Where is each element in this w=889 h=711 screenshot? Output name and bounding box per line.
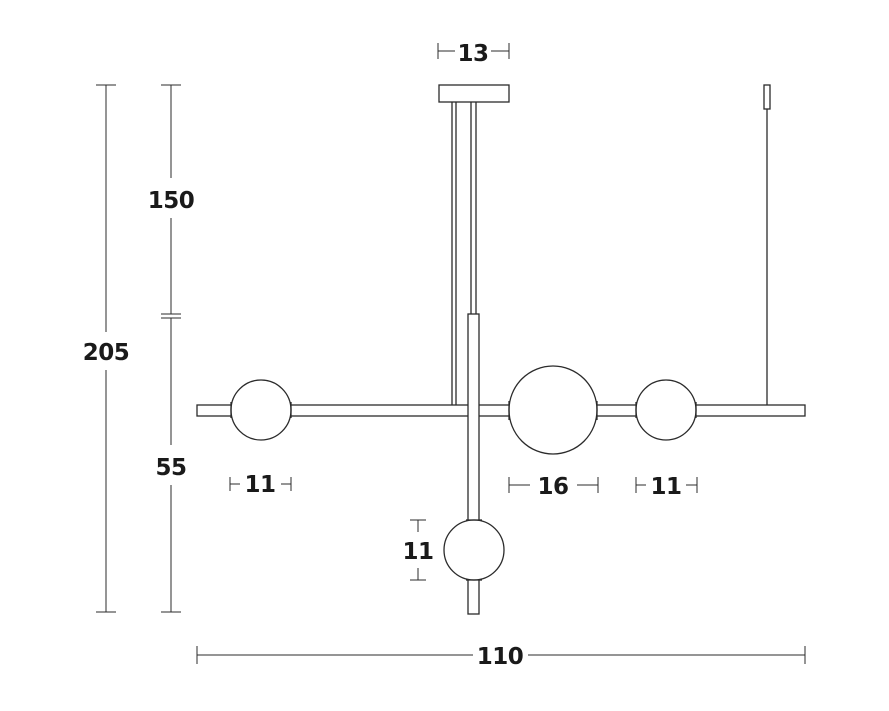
label-suspension-length: 150 [148,188,195,214]
dim-globe-right: 11 [635,474,698,500]
suspension-rods [451,102,477,405]
globe-center [508,365,598,455]
label-globe-right: 11 [650,474,681,500]
vertical-stem [467,313,480,615]
dim-canopy: 13 [437,41,510,67]
label-globe-left: 11 [244,472,275,498]
label-fixture-height: 55 [155,455,186,481]
dim-globe-left: 11 [229,472,292,498]
side-suspension-cable [763,84,771,405]
horizontal-bar [196,404,806,417]
dim-total-width: 110 [196,644,806,670]
label-canopy-width: 13 [457,41,488,67]
canopy [438,84,510,103]
dim-suspension: 150 [148,84,195,319]
dim-total-height: 205 [83,84,130,613]
globe-bottom [443,519,505,581]
label-globe-bottom: 11 [402,539,433,565]
dim-globe-center: 16 [508,474,599,500]
label-globe-center: 16 [537,474,568,500]
globe-right [635,379,697,441]
label-total-width: 110 [477,644,524,670]
dim-fixture-height: 55 [155,318,187,613]
dim-globe-bottom: 11 [402,519,434,581]
globe-left [230,379,292,441]
label-total-height: 205 [83,340,130,366]
